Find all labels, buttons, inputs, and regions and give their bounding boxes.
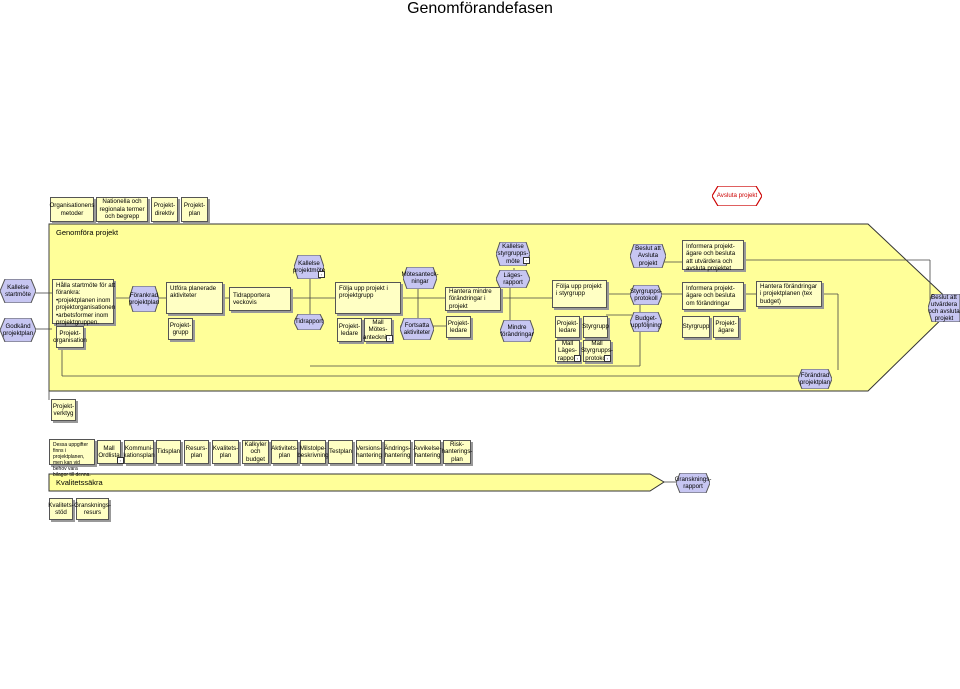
event-granskningsrapport: Gransknings-rapport [675, 473, 711, 493]
function-hantera-forandringar: Hantera förändringar i projektplanen (te… [756, 281, 822, 307]
avsluta-projekt-event: Avsluta projekt [712, 186, 762, 206]
document-icon: ▫ [318, 271, 325, 278]
function-folja-styrgrupp: Följa upp projekt i styrgrupp [552, 280, 607, 308]
main-arrow-label: Genomföra projekt [56, 228, 119, 237]
tools-note: Dessa uppgifter finns i projektplanen, m… [49, 439, 95, 478]
top-box-metoder: Organisationens metoder [49, 197, 95, 222]
document-icon: ▫ [604, 355, 611, 362]
tool-box: Tidsplan [156, 440, 181, 464]
event-motesanteckningar: Mötesanteck-ningar [401, 267, 439, 289]
event-kallelse-projektmote: Kallelse projektmöte [293, 255, 325, 279]
projektgrupp-box: Projekt-grupp [168, 318, 193, 340]
event-kallelse-startmote: Kallelse startmöte [0, 279, 36, 303]
tool-box: Kvalitets-plan [212, 440, 239, 464]
projektledare-box-2: Projekt-ledare [446, 316, 471, 338]
tool-box: Testplan [328, 440, 353, 464]
tool-box: Milstolpe-beskrivning [297, 440, 329, 464]
event-forankrad-projektplan: Förankrad projektplan [129, 286, 159, 312]
projektorganisation-box: Projekt-organisation [53, 326, 87, 348]
event-mindre-forandringar: Mindre förändringar [500, 320, 534, 342]
top-box-projektdirektiv: Projekt-direktiv [151, 197, 178, 222]
tool-box: Kalkyler och budget [242, 440, 269, 464]
function-utfora-aktiviteter: Utföra planerade aktiviteter [166, 282, 223, 314]
event-kallelse-styrgruppsmote: Kallelse styrgrupps-möte [496, 242, 530, 266]
styrgrupp-box-2: Styrgrupp [682, 316, 710, 338]
tool-box: Risk-hanterings-plan [441, 440, 473, 464]
top-box-projektplan: Projekt-plan [181, 197, 208, 222]
projektverktyg-box: Projekt-verktyg [51, 399, 76, 421]
event-budgetuppfoljning: Budget-uppföljning [630, 312, 662, 332]
event-fortsatta-aktiviteter: Fortsatta aktiviteter [400, 318, 434, 340]
function-tidrapportera: Tidrapportera veckovis [229, 287, 291, 311]
event-forandrad-projektplan: Förändrad projektplan [798, 369, 832, 389]
event-beslut-avsluta: Beslut att Avsluta projekt [630, 244, 666, 268]
event-tidrapport: Tidrapport [294, 314, 324, 330]
tool-box: Resurs-plan [184, 440, 209, 464]
projektledare-box-1: Projekt-ledare [337, 318, 362, 342]
event-styrgruppsprotokoll: Styrgrupps-protokoll [630, 285, 662, 305]
projektledare-box-3: Projekt-ledare [555, 316, 580, 338]
quality-arrow [48, 473, 665, 492]
avsluta-projekt-label: Avsluta projekt [716, 192, 758, 200]
tool-box: Versions-hantering [356, 440, 382, 464]
function-informera-avsluta: Informera projekt-ägare och besluta att … [682, 240, 744, 272]
quality-arrow-label: Kvalitetssäkra [56, 478, 103, 487]
top-box-begrepp: Nationella och regionala termer och begr… [96, 197, 148, 222]
function-folja-projektgrupp: Följa upp projekt i projektgrupp [335, 282, 401, 314]
document-icon: ▫ [523, 257, 530, 264]
tool-box: Kommuni-kationsplan [123, 440, 155, 464]
document-icon: ▫ [117, 457, 124, 464]
event-beslut-utvardera: Beslut att utvärdera och avsluta projekt [928, 293, 960, 323]
document-icon: ▫ [574, 355, 581, 362]
mall-lagesrapport-box: Mall Läges-rapport [555, 340, 580, 362]
tool-box: Avvikelse-hantering [413, 440, 442, 464]
event-godkand-projektplan: Godkänd projektplan [0, 318, 36, 342]
projektagare-box: Projekt-ägare [713, 316, 739, 338]
event-lagesrapport: Läges-rapport [496, 270, 530, 288]
styrgrupp-box-1: Styrgrupp [582, 316, 609, 338]
function-hantera-mindre: Hantera mindre förändringar i projekt [445, 287, 501, 311]
function-informera-forandringar: Informera projekt-ägare och besluta om f… [682, 282, 744, 310]
page-title: Genomförandefasen [407, 0, 553, 17]
document-icon: ▫ [386, 335, 393, 342]
tool-box: Aktivitets-plan [271, 440, 298, 464]
function-halla-startmote: Hålla startmöte för att förankra: •proje… [52, 279, 115, 326]
kvalitetsstod-box: Kvalitets-stöd [48, 498, 74, 520]
tool-box: Ändrings-hantering [384, 440, 411, 464]
granskningsresurs-box: Gransknings-resurs [74, 498, 111, 520]
